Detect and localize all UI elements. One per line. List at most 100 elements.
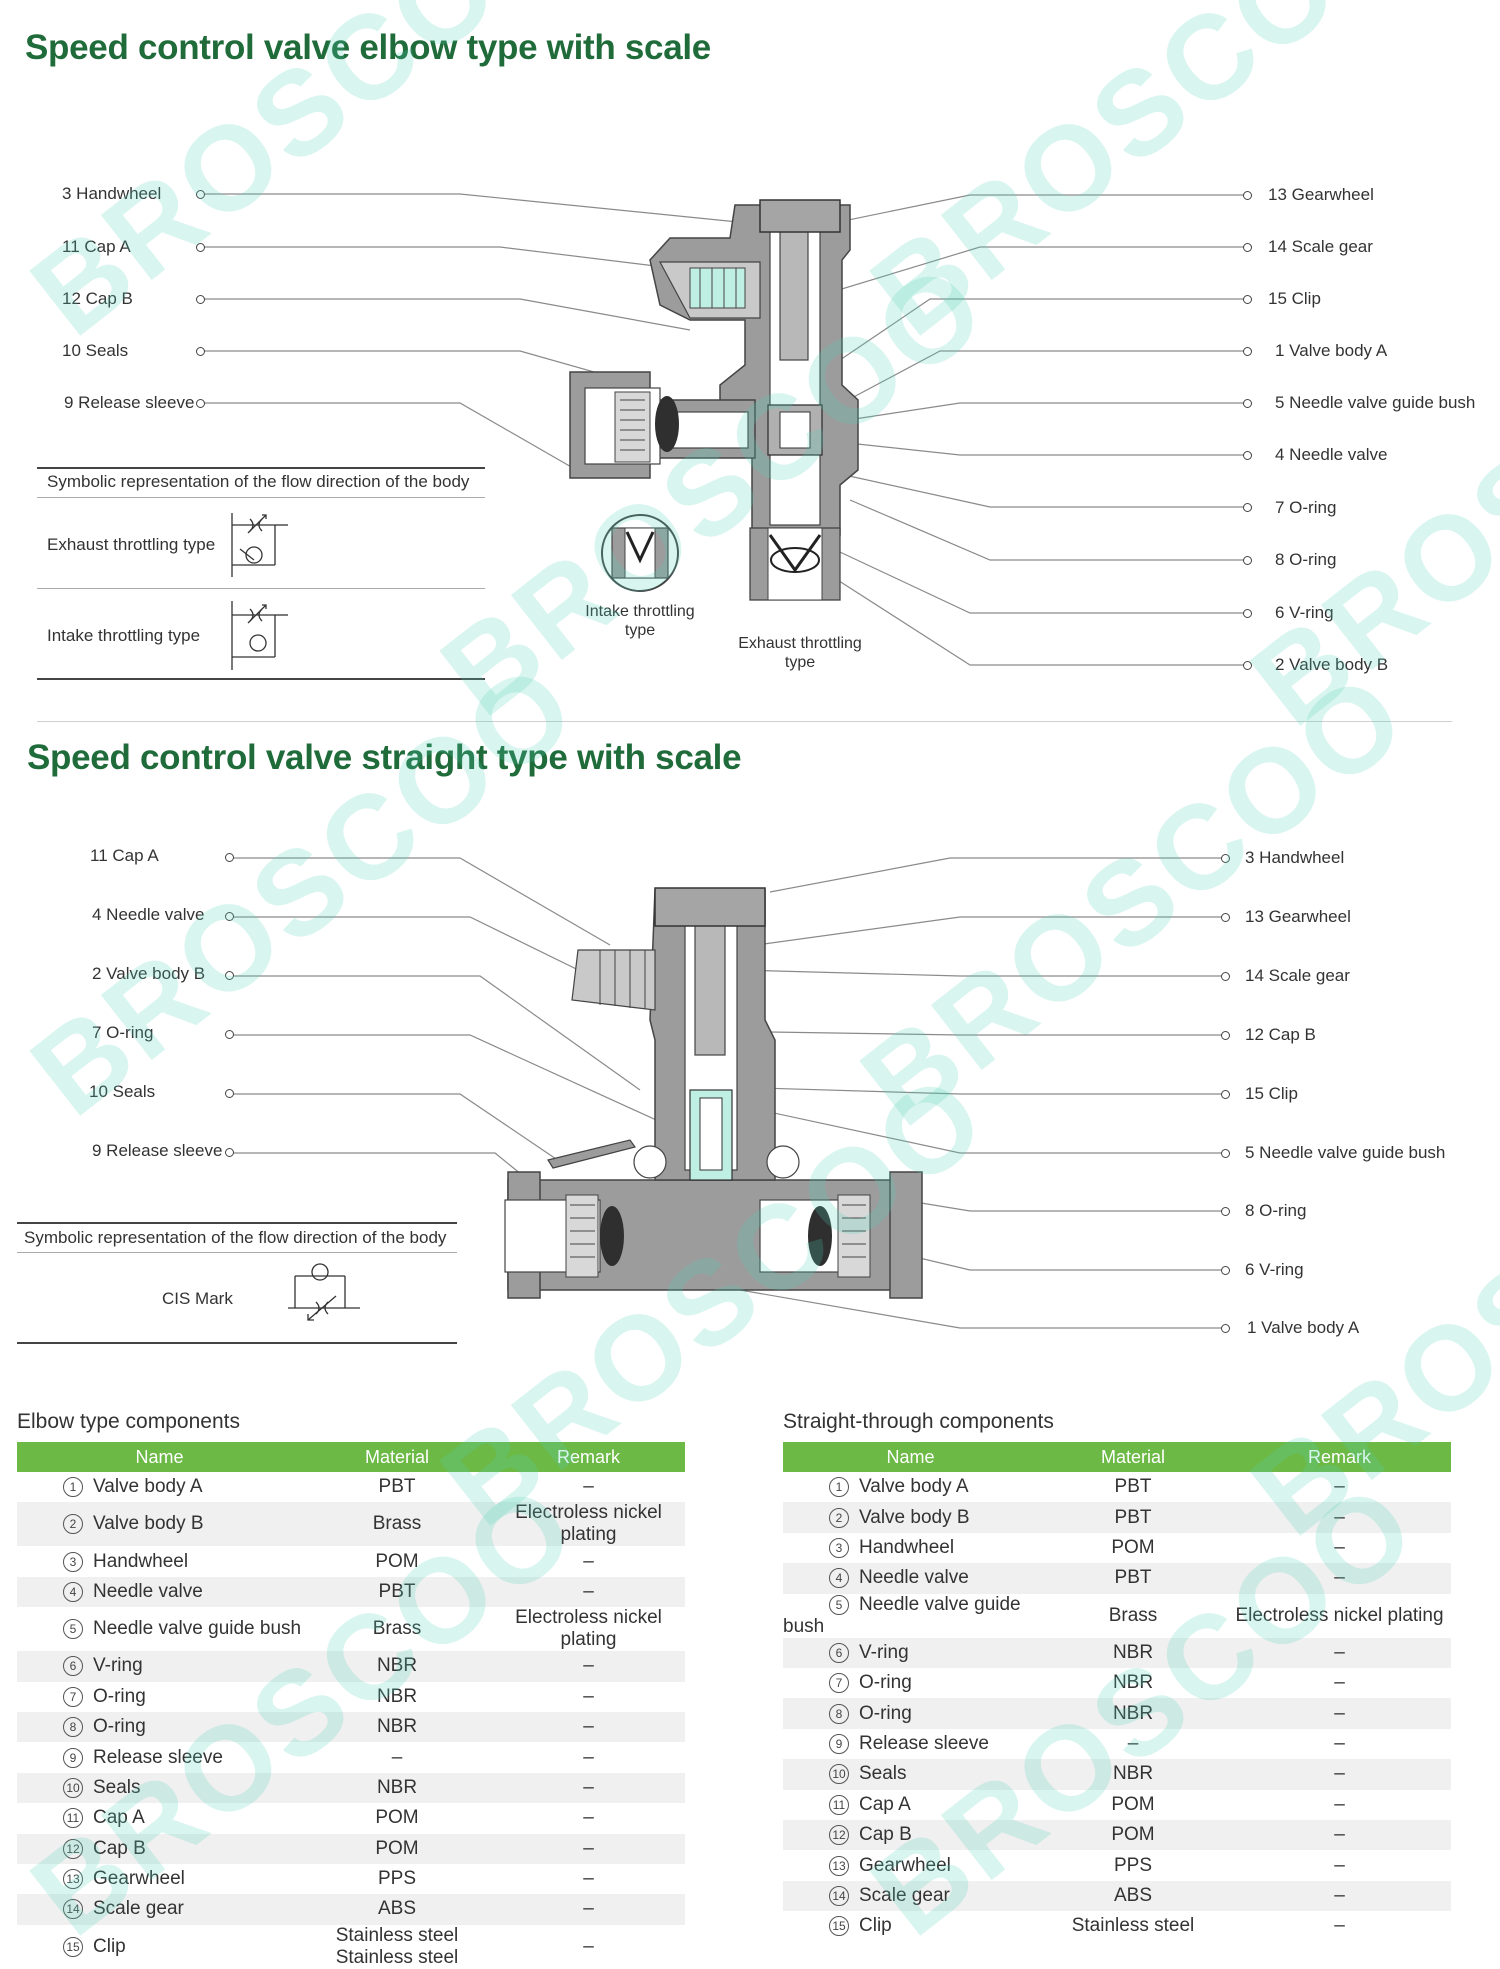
cis-symbol xyxy=(288,1263,360,1321)
intake-caption-line2: type xyxy=(624,622,656,639)
tee-right-flange xyxy=(889,1171,923,1299)
straight-label-gearwheel: 13 Gearwheel xyxy=(1245,907,1351,926)
cell-material: POM xyxy=(375,1807,419,1829)
dot xyxy=(1243,451,1252,460)
row-number-badge: 15 xyxy=(829,1916,849,1937)
part-name: Gearwheel xyxy=(859,1854,951,1876)
straight-symbol-top-rule xyxy=(17,1222,457,1224)
intake-symbol xyxy=(231,601,288,670)
part-name: Seals xyxy=(859,1763,907,1785)
cell-material: POM xyxy=(1038,1819,1228,1851)
straight-table-title: Straight-through components xyxy=(783,1410,1054,1433)
leader-line xyxy=(202,402,581,473)
elbow-diagram xyxy=(202,193,1250,666)
elbow-label-clip: 15 Clip xyxy=(1268,289,1321,308)
header-remark: Remark xyxy=(492,1442,685,1472)
part-name: Scale gear xyxy=(859,1884,950,1906)
leader-line xyxy=(231,1034,701,1141)
row-number-badge: 9 xyxy=(829,1733,849,1754)
leader-line xyxy=(739,969,1228,977)
straight-label-valve-body-b: 2 Valve body B xyxy=(92,964,206,983)
handwheel-top xyxy=(654,887,766,927)
cell-remark: – xyxy=(492,1833,685,1864)
part-name: Valve body B xyxy=(93,1513,204,1535)
straight-label-valve-body-a: 1 Valve body A xyxy=(1247,1318,1360,1337)
cell-remark: – xyxy=(583,1685,594,1707)
cell-material: NBR xyxy=(376,1685,418,1707)
straight-label-o-ring-7: 7 O-ring xyxy=(92,1023,154,1042)
elbow-label-guide-bush: 5 Needle valve guide bush xyxy=(1275,393,1476,412)
part-name: Cap A xyxy=(93,1807,145,1829)
cell-material: PBT xyxy=(1038,1563,1228,1594)
leader-line xyxy=(759,1087,1228,1095)
elbow-label-scale-gear: 14 Scale gear xyxy=(1268,237,1373,256)
bush-inner xyxy=(779,411,811,449)
elbow-label-o-ring-8: 8 O-ring xyxy=(1275,550,1337,569)
part-name: Valve body A xyxy=(859,1476,969,1498)
intake-caption-line1: Intake throttling xyxy=(585,603,695,620)
cell-remark: – xyxy=(583,1868,594,1890)
row-number-badge: 11 xyxy=(829,1794,849,1815)
left-seal xyxy=(600,1206,624,1266)
straight-label-scale-gear: 14 Scale gear xyxy=(1245,966,1350,985)
straight-label-handwheel: 3 Handwheel xyxy=(1245,848,1345,867)
header-remark: Remark xyxy=(1228,1442,1451,1472)
part-name: Cap B xyxy=(859,1824,912,1846)
cell-remark: – xyxy=(583,1746,594,1768)
leader-line xyxy=(231,1093,566,1166)
elbow-label-cap-a: 11 Cap A xyxy=(62,237,131,256)
straight-title: Speed control valve straight type with s… xyxy=(27,738,742,777)
elbow-symbol-top-rule xyxy=(37,467,485,469)
cell-material: NBR xyxy=(1038,1698,1228,1729)
row-number-badge: 4 xyxy=(829,1568,849,1589)
guide-bush-inner xyxy=(699,1097,723,1171)
leader-line xyxy=(811,246,1250,299)
cell-material: ABS xyxy=(1038,1880,1228,1912)
row-number-badge: 6 xyxy=(829,1642,849,1663)
cell-remark: – xyxy=(1334,1915,1345,1937)
dot xyxy=(1243,556,1252,565)
intake-throttling-label: Intake throttling type xyxy=(47,626,201,645)
cell-remark: – xyxy=(492,1576,685,1608)
exhaust-caption-line1: Exhaust throttling xyxy=(738,635,862,652)
table-header-row: Name Material Remark xyxy=(17,1442,685,1472)
dot xyxy=(225,1089,234,1098)
elbow-title: Speed control valve elbow type with scal… xyxy=(25,28,711,67)
cell-remark: – xyxy=(1228,1698,1451,1729)
row-number-badge: 3 xyxy=(63,1551,83,1572)
row-number-badge: 5 xyxy=(829,1594,849,1615)
exhaust-symbol xyxy=(231,513,288,577)
part-name: Valve body B xyxy=(859,1506,970,1528)
dot xyxy=(196,295,205,304)
elbow-label-handwheel: 3 Handwheel xyxy=(62,184,162,203)
header-name: Name xyxy=(17,1442,302,1472)
right-collet xyxy=(837,1194,871,1278)
straight-label-cap-b: 12 Cap B xyxy=(1245,1025,1316,1044)
dot xyxy=(1243,503,1252,512)
cell-remark: – xyxy=(1228,1819,1451,1851)
row-number-badge: 14 xyxy=(829,1885,849,1906)
cell-remark: – xyxy=(1228,1563,1451,1594)
intake-caption: Intake throttling type xyxy=(560,602,720,640)
dot xyxy=(1221,972,1230,981)
dot xyxy=(1243,243,1252,252)
